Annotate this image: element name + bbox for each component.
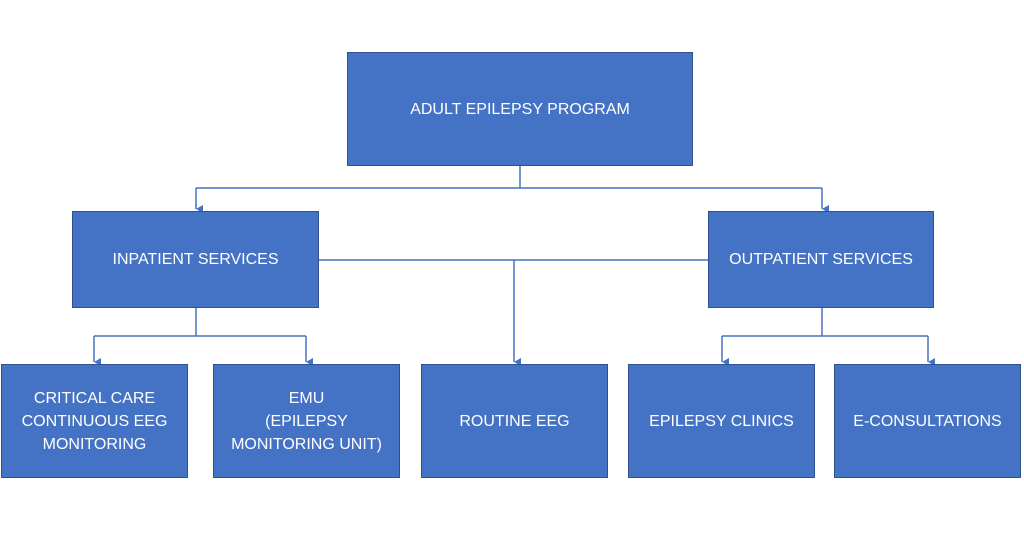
node-routine-eeg: ROUTINE EEG (421, 364, 608, 478)
node-label: ROUTINE EEG (459, 412, 570, 430)
node-label: E-CONSULTATIONS (853, 412, 1002, 430)
node-epilepsy-clinics: EPILEPSY CLINICS (628, 364, 815, 478)
node-label: ADULT EPILEPSY PROGRAM (410, 100, 630, 118)
node-outpatient-services: OUTPATIENT SERVICES (708, 211, 934, 308)
node-label: EMU (EPILEPSY MONITORING UNIT) (231, 389, 382, 453)
node-emu: EMU (EPILEPSY MONITORING UNIT) (213, 364, 400, 478)
node-e-consultations: E-CONSULTATIONS (834, 364, 1021, 478)
node-label: OUTPATIENT SERVICES (729, 251, 913, 268)
node-inpatient-services: INPATIENT SERVICES (72, 211, 319, 308)
node-label: EPILEPSY CLINICS (649, 412, 794, 430)
node-adult-epilepsy-program: ADULT EPILEPSY PROGRAM (347, 52, 693, 166)
node-label: CRITICAL CARE CONTINUOUS EEG MONITORING (21, 389, 168, 453)
node-critical-care-eeg-monitoring: CRITICAL CARE CONTINUOUS EEG MONITORING (1, 364, 188, 478)
node-label: INPATIENT SERVICES (112, 251, 279, 268)
